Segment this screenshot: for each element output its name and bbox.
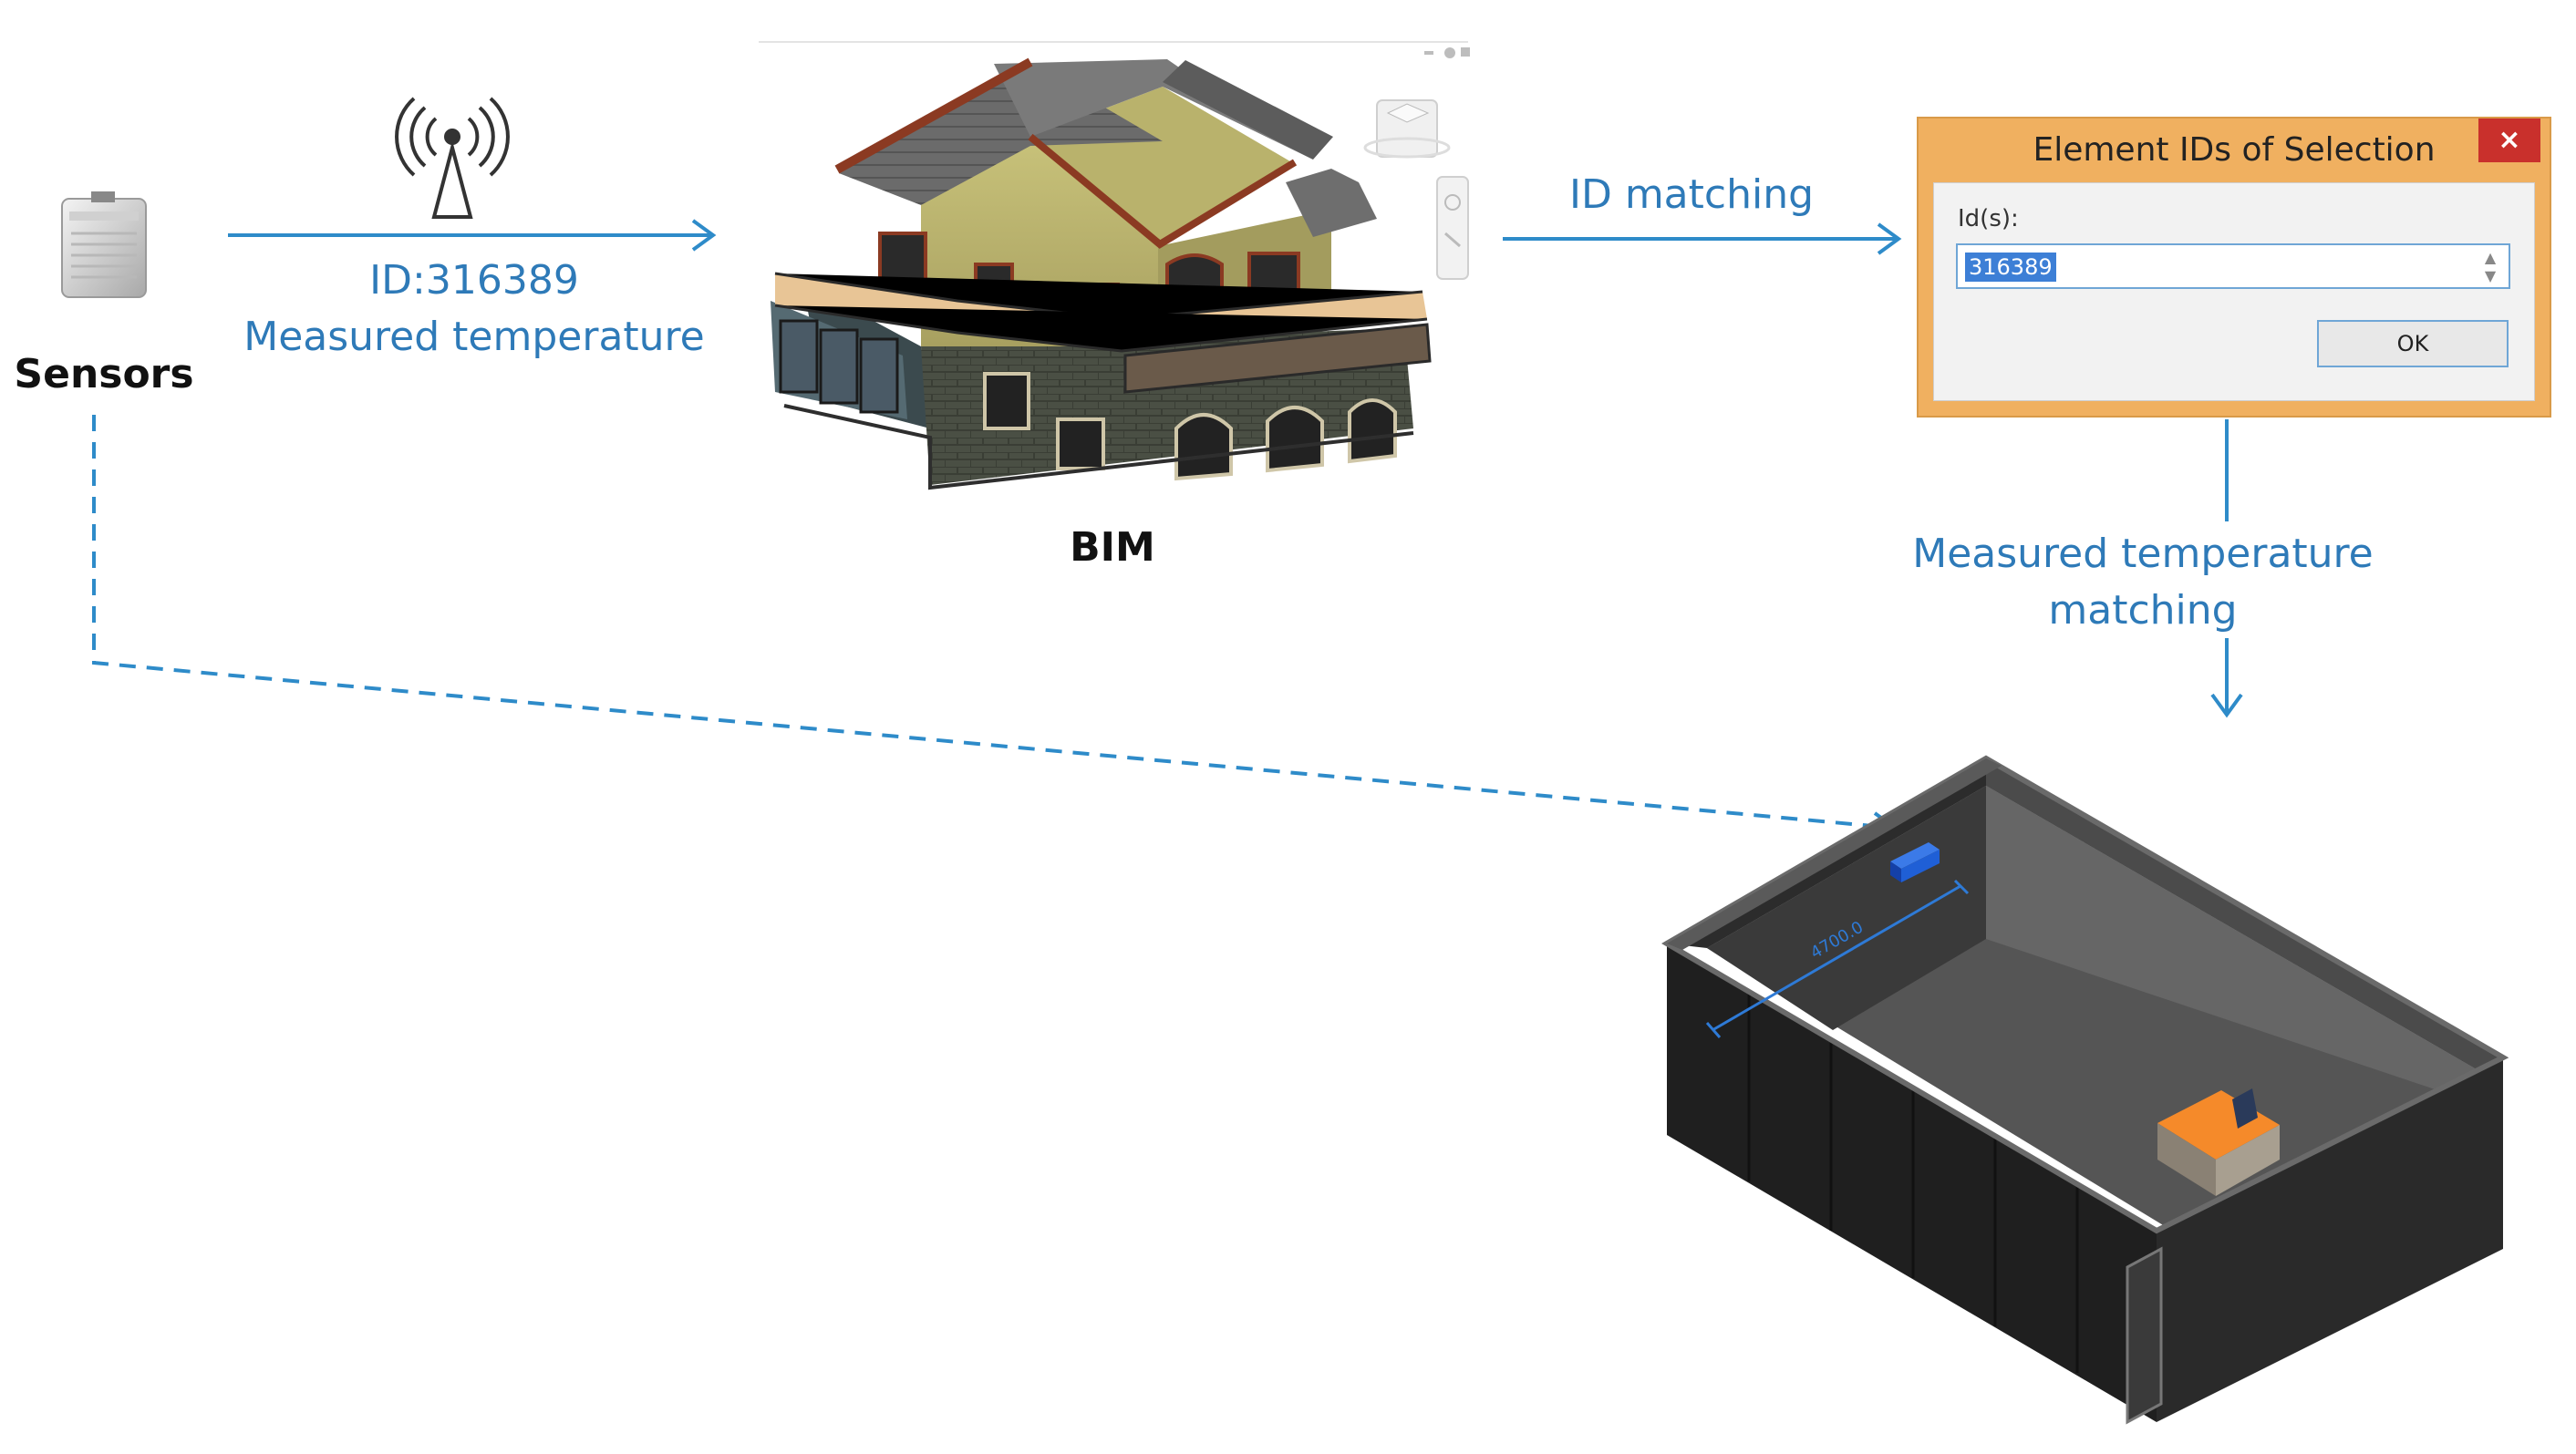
sensor-device-icon bbox=[61, 191, 147, 298]
close-button[interactable]: × bbox=[2478, 119, 2540, 162]
element-ids-dialog: Element IDs of Selection × Id(s): 316389… bbox=[1917, 117, 2551, 418]
arrow-dialog-to-room bbox=[2210, 419, 2243, 718]
spinner-arrows-icon[interactable]: ▲▼ bbox=[2484, 249, 2497, 284]
bim-viewport bbox=[759, 41, 1470, 490]
mt-matching-label-line1: Measured temperature bbox=[1912, 531, 2373, 577]
room-sensor-icon bbox=[1890, 842, 1940, 882]
antenna-icon bbox=[395, 97, 510, 219]
desk-icon bbox=[2157, 1088, 2280, 1196]
view-cube-icon bbox=[1363, 99, 1451, 159]
bim-label: BIM bbox=[1070, 524, 1155, 571]
ids-input[interactable]: 316389 ▲▼ bbox=[1956, 243, 2510, 289]
dialog-title: Element IDs of Selection bbox=[2033, 131, 2436, 169]
measured-temperature-label: Measured temperature bbox=[243, 314, 704, 360]
arrow-sensor-to-bim bbox=[228, 219, 717, 252]
navigation-bar-icon bbox=[1436, 176, 1469, 280]
dimension-line bbox=[1705, 879, 1970, 1038]
window-controls-icon bbox=[1424, 47, 1470, 58]
dashed-arrow-sensor-to-room bbox=[92, 415, 1898, 840]
bim-house-model bbox=[771, 57, 1432, 490]
id-label: ID:316389 bbox=[369, 257, 579, 304]
ids-label: Id(s): bbox=[1958, 205, 2019, 232]
id-matching-label: ID matching bbox=[1569, 171, 1814, 218]
dialog-body: Id(s): 316389 ▲▼ OK bbox=[1933, 182, 2535, 401]
ok-button[interactable]: OK bbox=[2317, 320, 2509, 367]
arrow-bim-to-dialog bbox=[1503, 222, 1902, 255]
sensors-label: Sensors bbox=[14, 351, 193, 397]
ids-input-value: 316389 bbox=[1965, 253, 2056, 282]
mt-matching-label-line2: matching bbox=[2048, 587, 2237, 634]
room-3d-model: 4700.0 bbox=[1661, 755, 2509, 1425]
